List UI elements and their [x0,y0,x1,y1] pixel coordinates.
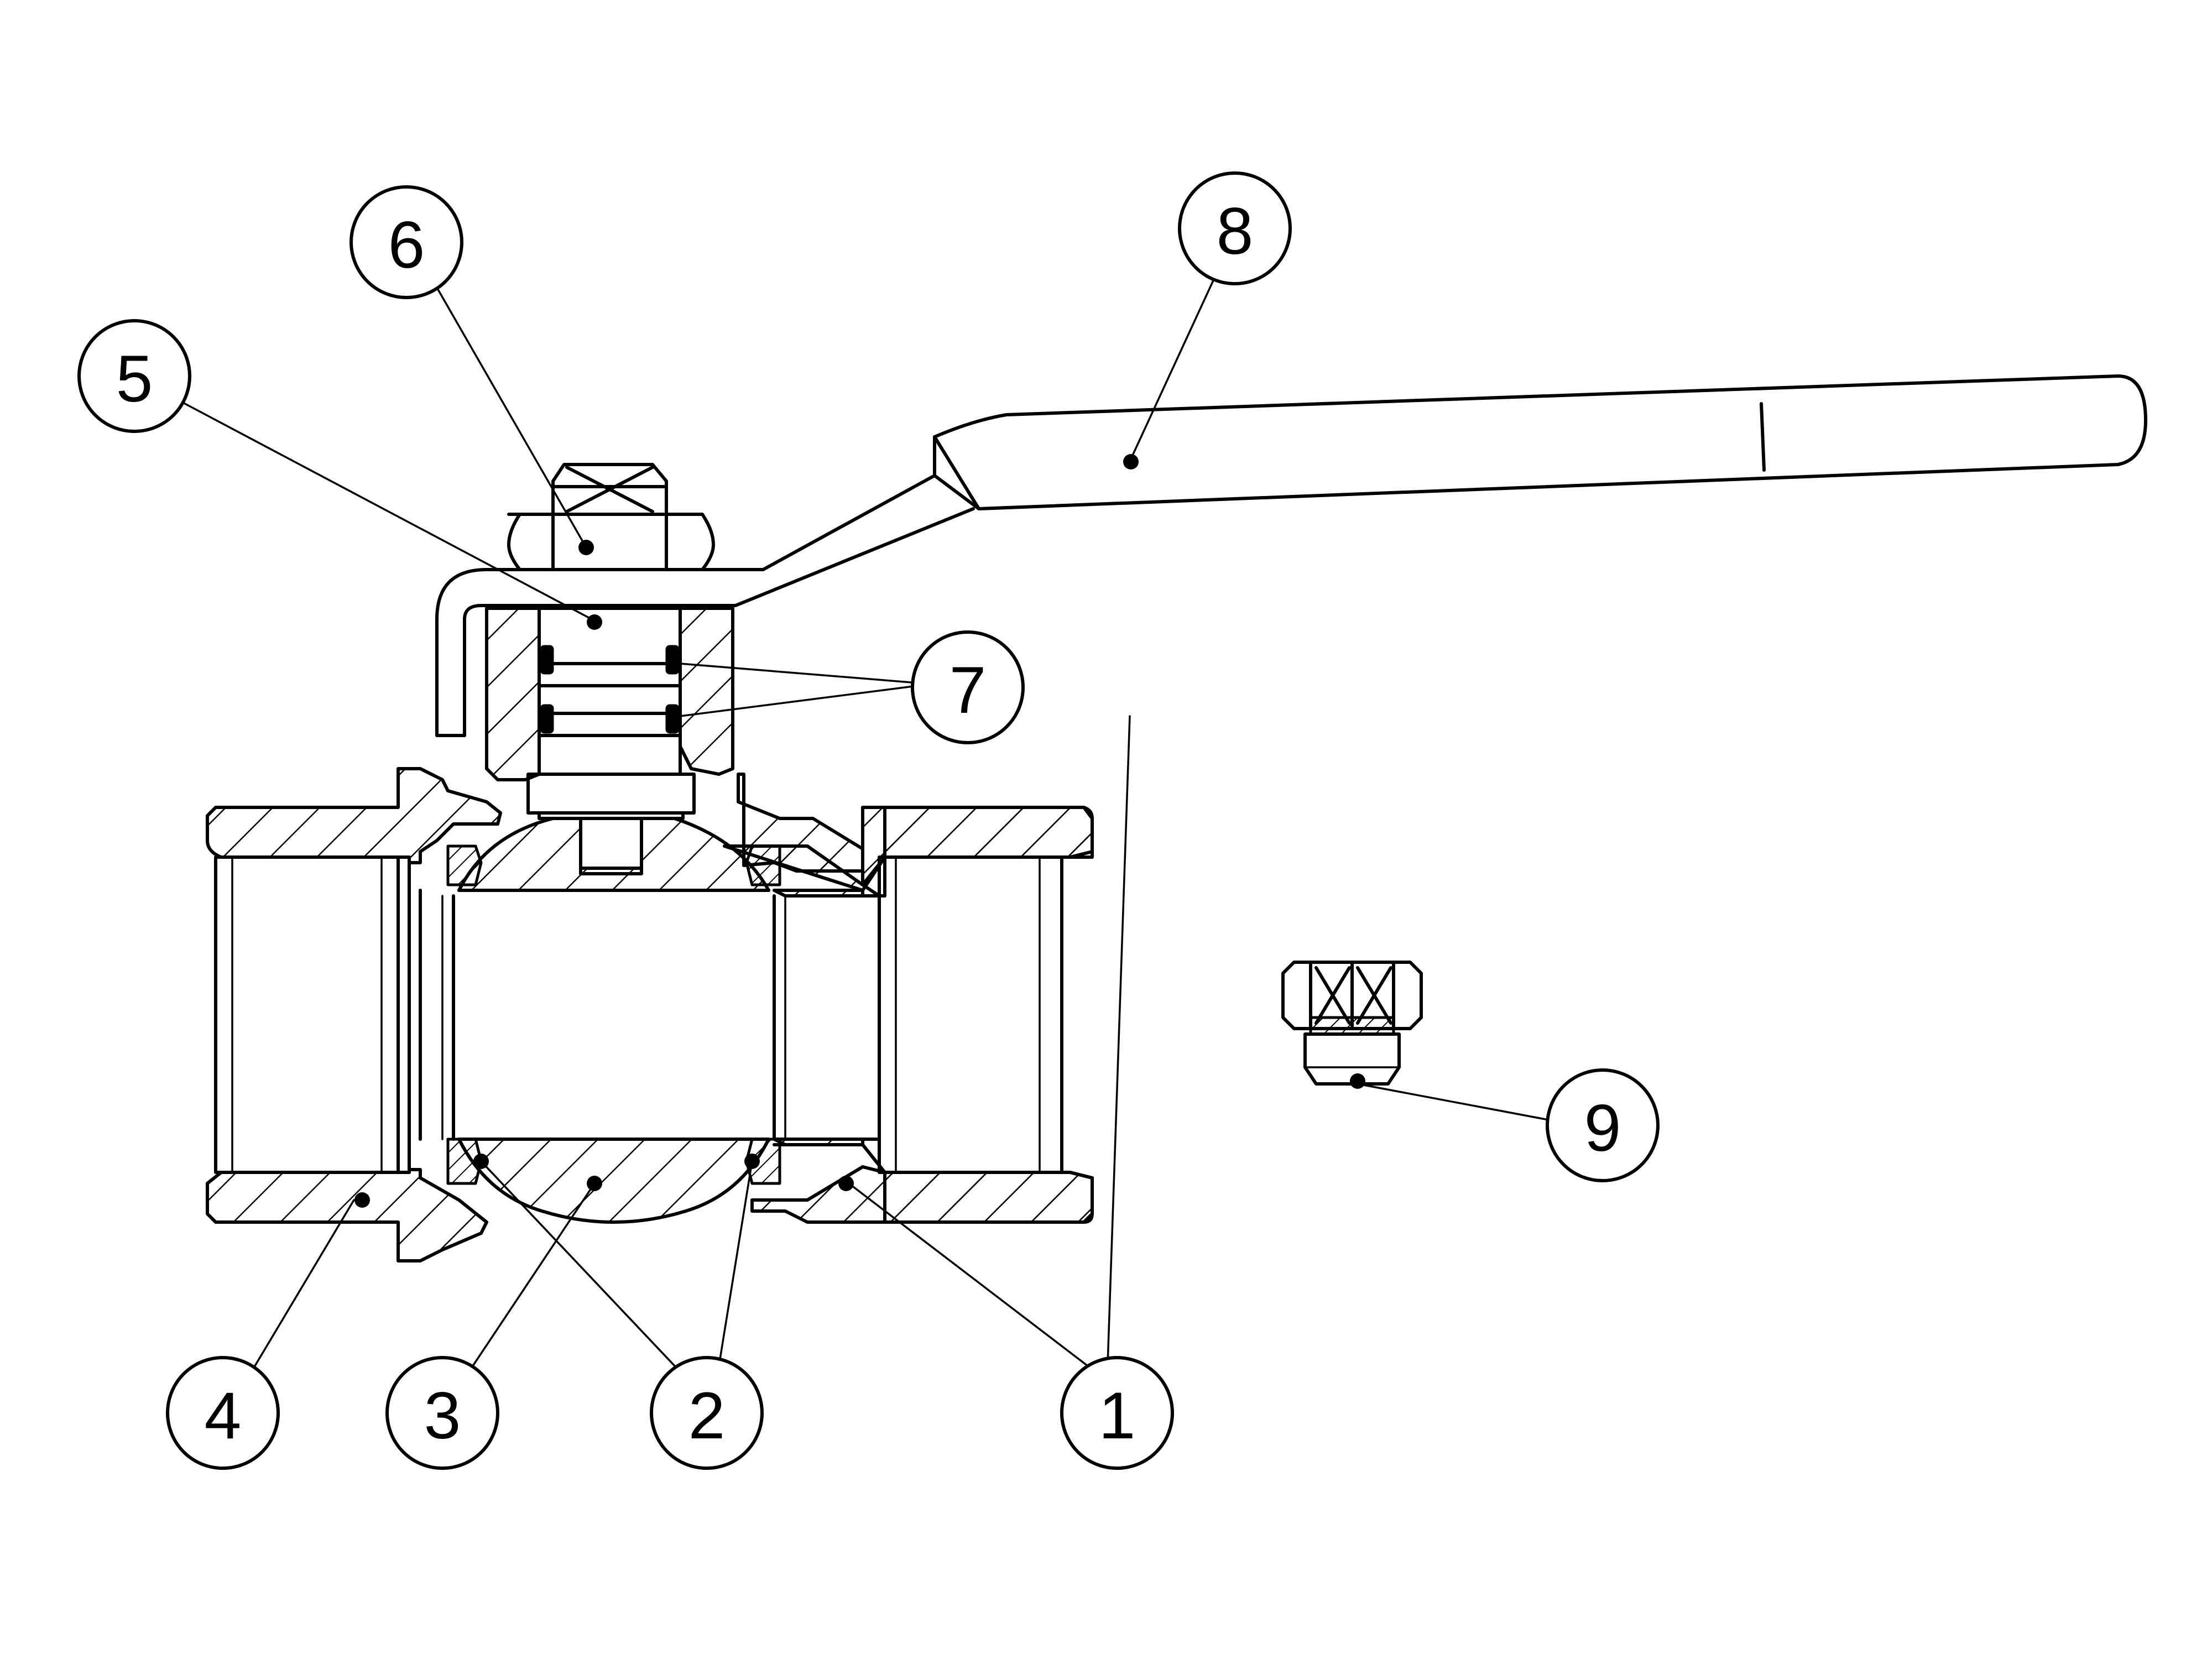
callout-7: 7 [911,630,1025,744]
callout-2: 2 [650,1356,764,1470]
callout-6-label: 6 [388,208,425,282]
callout-3-label: 3 [424,1379,461,1453]
callout-3: 3 [385,1356,499,1470]
callout-7-label: 7 [950,653,987,727]
callout-8-label: 8 [1217,194,1254,268]
valve-body-part [723,773,1094,1224]
seat-ring-parts [446,844,781,1185]
callout-1: 1 [1060,1356,1174,1470]
leader-lines [179,278,1550,1414]
callout-8: 8 [1178,171,1292,285]
ball-part [441,817,786,1224]
callout-5-label: 5 [116,342,153,416]
o-ring-parts [540,645,680,734]
end-connector-part [206,767,502,1262]
callout-9: 9 [1546,1068,1660,1182]
leader-dots [354,454,1365,1208]
stem-part [485,607,734,820]
callout-4-label: 4 [205,1379,242,1453]
callout-5: 5 [77,319,191,433]
handle-lever-part [435,374,2147,737]
callout-4: 4 [166,1356,280,1470]
cap-part [1281,961,1423,1086]
callout-6: 6 [349,185,463,299]
callout-2-label: 2 [688,1379,726,1453]
nut-part [507,463,715,571]
callout-1-label: 1 [1099,1379,1136,1453]
callout-9-label: 9 [1584,1091,1621,1165]
